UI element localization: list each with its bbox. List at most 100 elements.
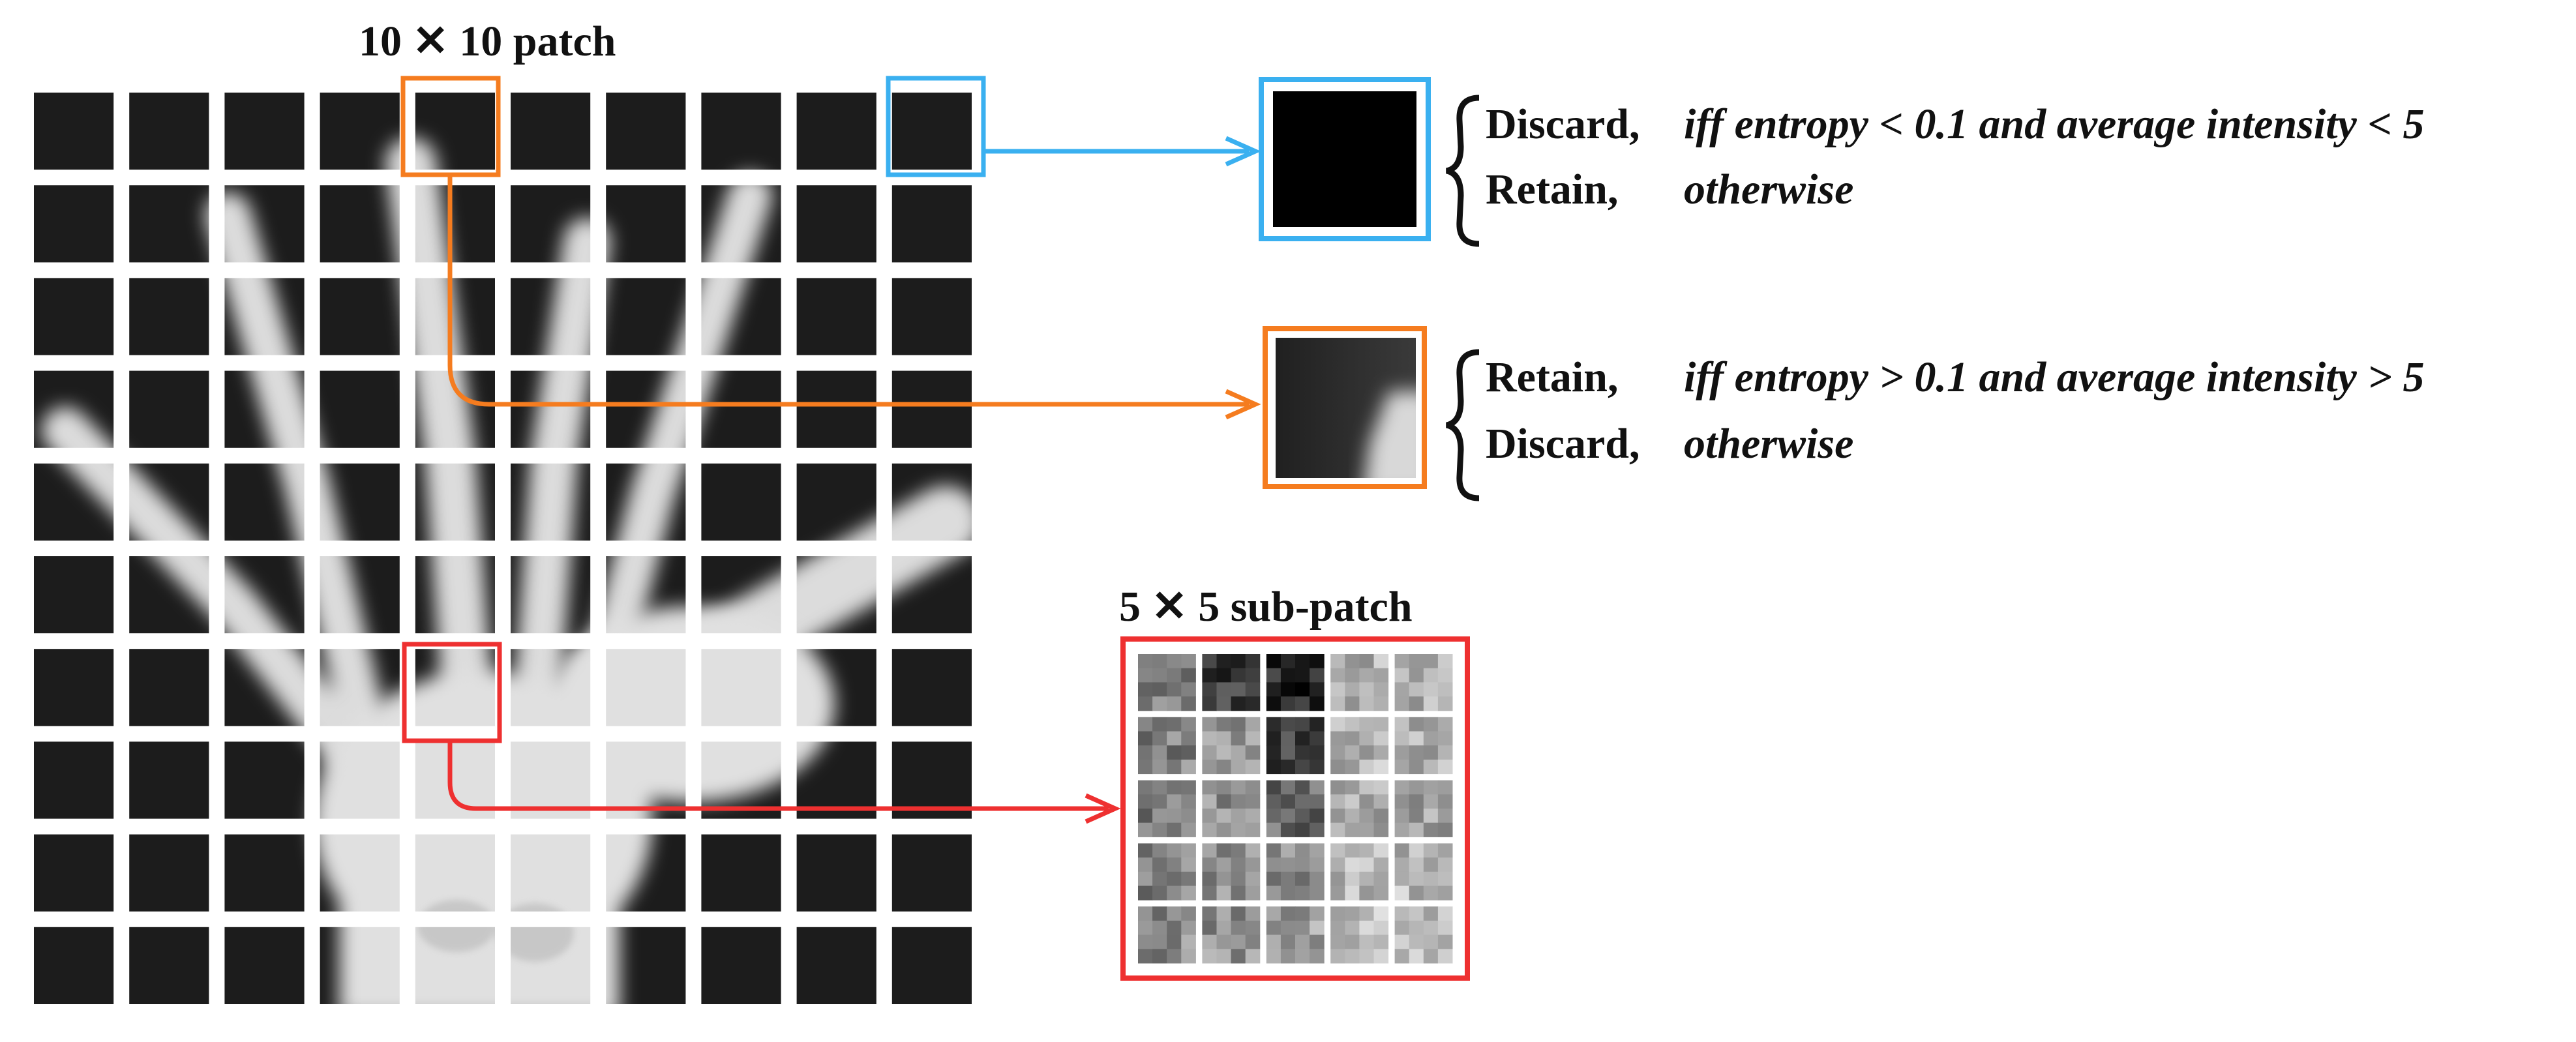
subpatch-pixel (1280, 668, 1296, 683)
subpatch-pixel (1181, 857, 1196, 872)
subpatch-pixel (1310, 731, 1325, 746)
subpatch-pixel (1202, 668, 1217, 683)
subpatch-pixel (1345, 654, 1360, 669)
subpatch-pixel (1245, 949, 1261, 964)
subpatch-pixel (1152, 682, 1167, 697)
background-arrow (983, 136, 1261, 167)
subpatch-pixel (1295, 843, 1310, 858)
subpatch-pixel (1345, 794, 1360, 809)
subpatch-pixel (1373, 886, 1389, 901)
subpatch-pixel (1310, 780, 1325, 795)
subpatch-pixel (1216, 871, 1232, 886)
subpatch-pixel (1359, 871, 1374, 886)
subpatch-pixel (1394, 843, 1410, 858)
subpatch-pixel (1409, 809, 1424, 824)
subpatch-pixel (1295, 682, 1310, 697)
subpatch-pixel (1138, 809, 1153, 824)
subpatch-cell (1138, 906, 1196, 964)
subpatch-pixel (1330, 759, 1345, 775)
subpatch-pixel (1245, 920, 1261, 936)
subpatch-pixel (1295, 794, 1310, 809)
subpatch-pixel (1167, 906, 1182, 921)
subpatch-pixel (1394, 668, 1410, 683)
subpatch-pixel (1330, 780, 1345, 795)
subpatch-cell (1138, 780, 1196, 837)
bg-rule-line1-action: Discard, (1486, 100, 1640, 148)
subpatch-pixel (1437, 794, 1453, 809)
subpatch-pixel (1345, 731, 1360, 746)
subpatch-pixel (1409, 682, 1424, 697)
subpatch-pixel (1409, 871, 1424, 886)
subpatch-pixel (1295, 920, 1310, 936)
subpatch-pixel (1266, 857, 1281, 872)
foreground-rule: Retain, iff entropy > 0.1 and average in… (1486, 353, 2424, 468)
subpatch-pixel (1330, 696, 1345, 711)
subpatch-pixel (1359, 822, 1374, 837)
subpatch-pixel (1295, 696, 1310, 711)
fg-rule-line2-condition: otherwise (1684, 420, 1853, 468)
subpatch-pixel (1373, 759, 1389, 775)
subpatch-pixel (1280, 871, 1296, 886)
subpatch-pixel (1152, 934, 1167, 949)
subpatch-pixel (1167, 696, 1182, 711)
subpatch-pixel (1138, 886, 1153, 901)
subpatch-pixel (1245, 745, 1261, 760)
subpatch-pixel (1245, 731, 1261, 746)
subpatch-pixel (1359, 745, 1374, 760)
subpatch-pixel (1280, 682, 1296, 697)
subpatch-pixel (1394, 780, 1410, 795)
subpatch-pixel (1266, 949, 1281, 964)
subpatch-pixel (1394, 949, 1410, 964)
subpatch-pixel (1373, 934, 1389, 949)
subpatch-pixel (1266, 934, 1281, 949)
subpatch-pixel (1245, 822, 1261, 837)
subpatch-pixel (1152, 871, 1167, 886)
subpatch-pixel (1138, 794, 1153, 809)
subpatch-cell (1138, 654, 1196, 711)
subpatch-pixel (1245, 871, 1261, 886)
subpatch-cell (1394, 654, 1453, 711)
subpatch-pixel (1216, 934, 1232, 949)
subpatch-pixel (1437, 906, 1453, 921)
subpatch-pixel (1330, 668, 1345, 683)
subpatch-pixel (1409, 920, 1424, 936)
subpatch-pixel (1409, 822, 1424, 837)
subpatch-pixel (1216, 794, 1232, 809)
subpatch-pixel (1330, 822, 1345, 837)
subpatch-pixel (1373, 906, 1389, 921)
subpatch-pixel (1437, 682, 1453, 697)
subpatch-pixel (1138, 668, 1153, 683)
subpatch-pixel (1345, 843, 1360, 858)
subpatch-pixel (1423, 843, 1439, 858)
subpatch-pixel (1181, 794, 1196, 809)
subpatch-cell (1330, 654, 1389, 711)
subpatch-pixel (1373, 682, 1389, 697)
subpatch-pixel (1345, 759, 1360, 775)
subpatch-pixel (1423, 745, 1439, 760)
subpatch-pixel (1330, 906, 1345, 921)
subpatch-pixel (1245, 906, 1261, 921)
subpatch-pixel (1280, 949, 1296, 964)
subpatch-pixel (1202, 906, 1217, 921)
subpatch-pixel (1202, 794, 1217, 809)
subpatch-pixel (1437, 668, 1453, 683)
subpatch-pixel (1181, 682, 1196, 697)
subpatch-pixel (1138, 759, 1153, 775)
subpatch-pixel (1359, 934, 1374, 949)
subpatch-pixel (1373, 920, 1389, 936)
subpatch-pixel (1330, 934, 1345, 949)
subpatch-pixel (1437, 745, 1453, 760)
background-rule: Discard, iff entropy < 0.1 and average i… (1486, 100, 2424, 213)
subpatch-pixel (1295, 668, 1310, 683)
subpatch-pixel (1295, 934, 1310, 949)
subpatch-pixel (1152, 745, 1167, 760)
subpatch-pixel (1437, 871, 1453, 886)
subpatch-pixel (1231, 682, 1246, 697)
subpatch-cell (1138, 717, 1196, 775)
subpatch-pixel (1231, 759, 1246, 775)
subpatch-pixel (1216, 668, 1232, 683)
subpatch-pixel (1181, 886, 1196, 901)
subpatch-pixel (1295, 886, 1310, 901)
subpatch-pixel (1409, 886, 1424, 901)
subpatch-pixel (1167, 654, 1182, 669)
